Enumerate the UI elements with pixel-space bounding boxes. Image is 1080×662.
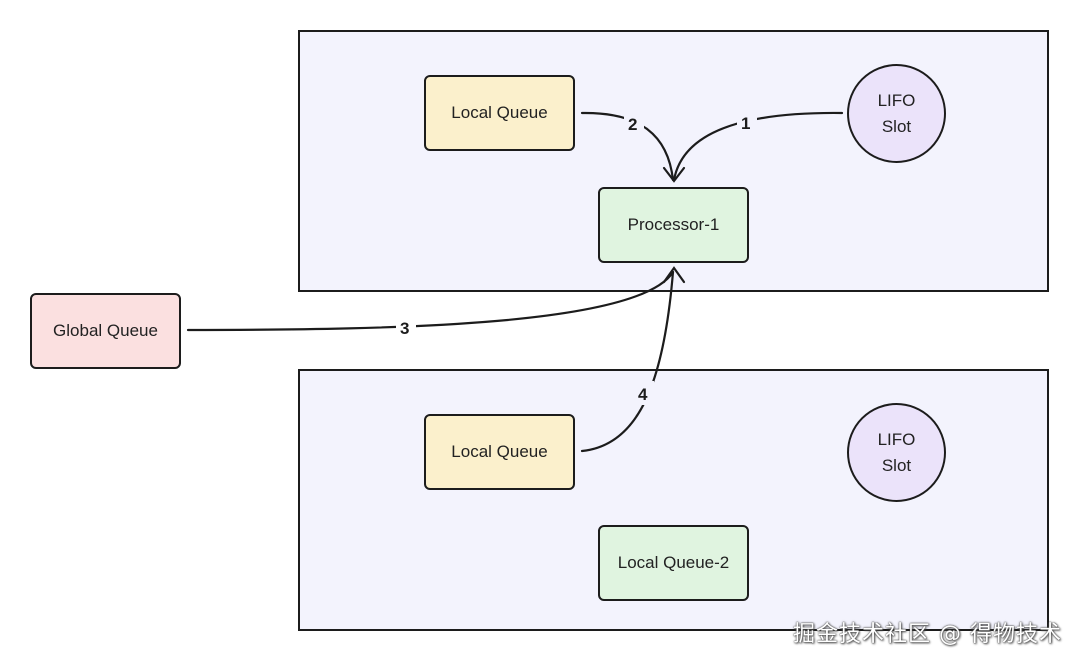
global-queue-label: Global Queue bbox=[53, 321, 158, 340]
processor-label: Processor-1 bbox=[627, 215, 720, 234]
lifo-slot-node: LIFO Slot bbox=[847, 64, 946, 163]
local-queue-label: Local Queue bbox=[451, 103, 548, 122]
local-queue-2-label: Local Queue-2 bbox=[617, 553, 730, 572]
edge-label-3: 3 bbox=[400, 319, 409, 338]
local-queue-node: Local Queue bbox=[424, 75, 575, 151]
lifo-slot-bottom-label-line2: Slot bbox=[881, 455, 912, 475]
local-queue-2-node: Local Queue-2 bbox=[598, 525, 749, 601]
lifo-slot-label-line1: LIFO bbox=[877, 90, 916, 110]
local-queue-bottom-label: Local Queue bbox=[451, 442, 548, 461]
global-queue-node: Global Queue bbox=[30, 293, 181, 369]
local-queue-bottom-node: Local Queue bbox=[424, 414, 575, 490]
lifo-slot-bottom-node: LIFO Slot bbox=[847, 403, 946, 502]
lifo-slot-label-line2: Slot bbox=[881, 116, 912, 136]
lifo-slot-bottom-label-line1: LIFO bbox=[877, 429, 916, 449]
watermark: 掘金技术社区 @ 得物技术 bbox=[793, 622, 1062, 647]
processor-node: Processor-1 bbox=[598, 187, 749, 263]
